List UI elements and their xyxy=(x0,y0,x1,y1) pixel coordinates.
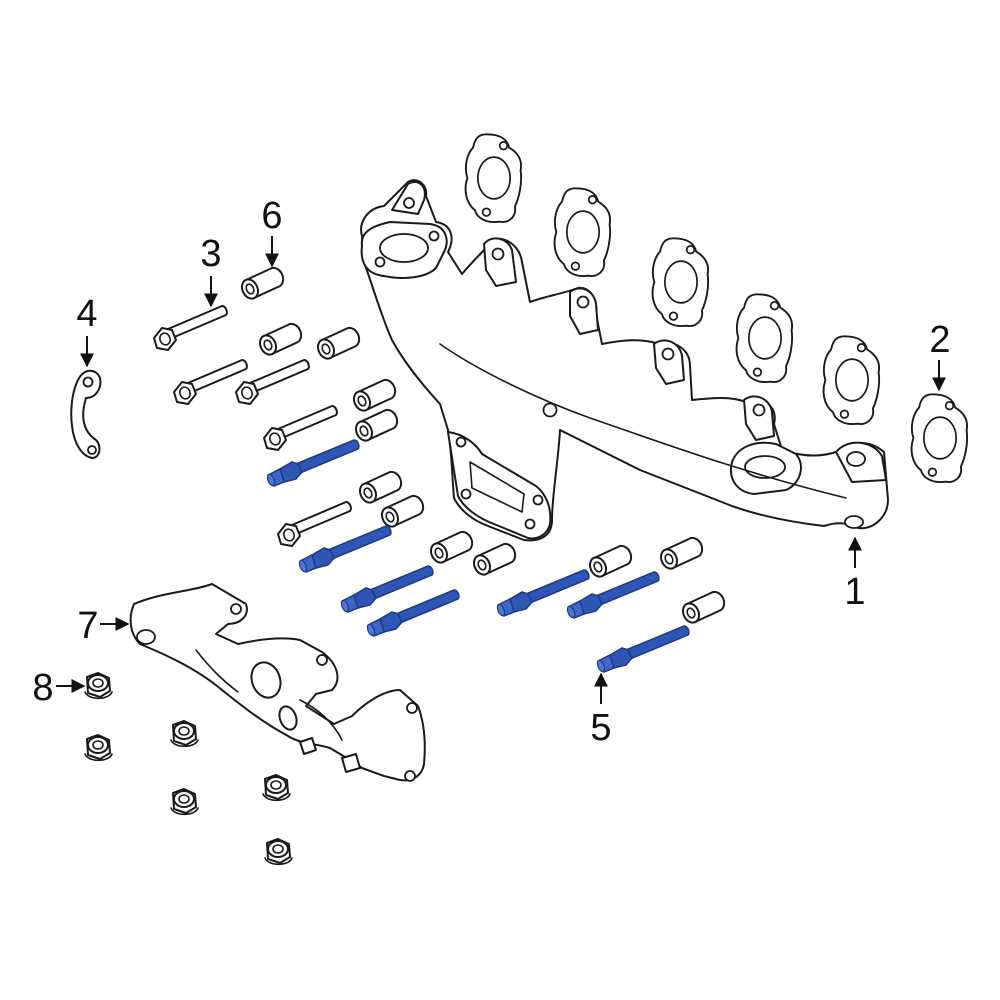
callout-label-6: 6 xyxy=(261,195,282,237)
callout-label-4: 4 xyxy=(76,293,97,335)
heat-shield xyxy=(129,583,426,782)
callout-6: 6 xyxy=(261,195,283,268)
exhaust-manifold xyxy=(360,179,889,542)
callout-4: 4 xyxy=(76,293,98,368)
callout-5: 5 xyxy=(590,672,612,749)
callout-label-5: 5 xyxy=(590,707,611,749)
manifold-gasket xyxy=(910,393,969,484)
callout-3: 3 xyxy=(200,233,222,308)
callout-label-1: 1 xyxy=(844,571,865,613)
callout-2: 2 xyxy=(929,319,951,392)
callout-1: 1 xyxy=(844,536,866,613)
turbo-gasket xyxy=(70,369,102,459)
callout-label-2: 2 xyxy=(929,319,950,361)
callout-8: 8 xyxy=(32,667,86,709)
callout-label-7: 7 xyxy=(77,605,98,647)
callout-label-3: 3 xyxy=(200,233,221,275)
callout-7: 7 xyxy=(77,605,130,647)
callout-label-8: 8 xyxy=(32,667,53,709)
